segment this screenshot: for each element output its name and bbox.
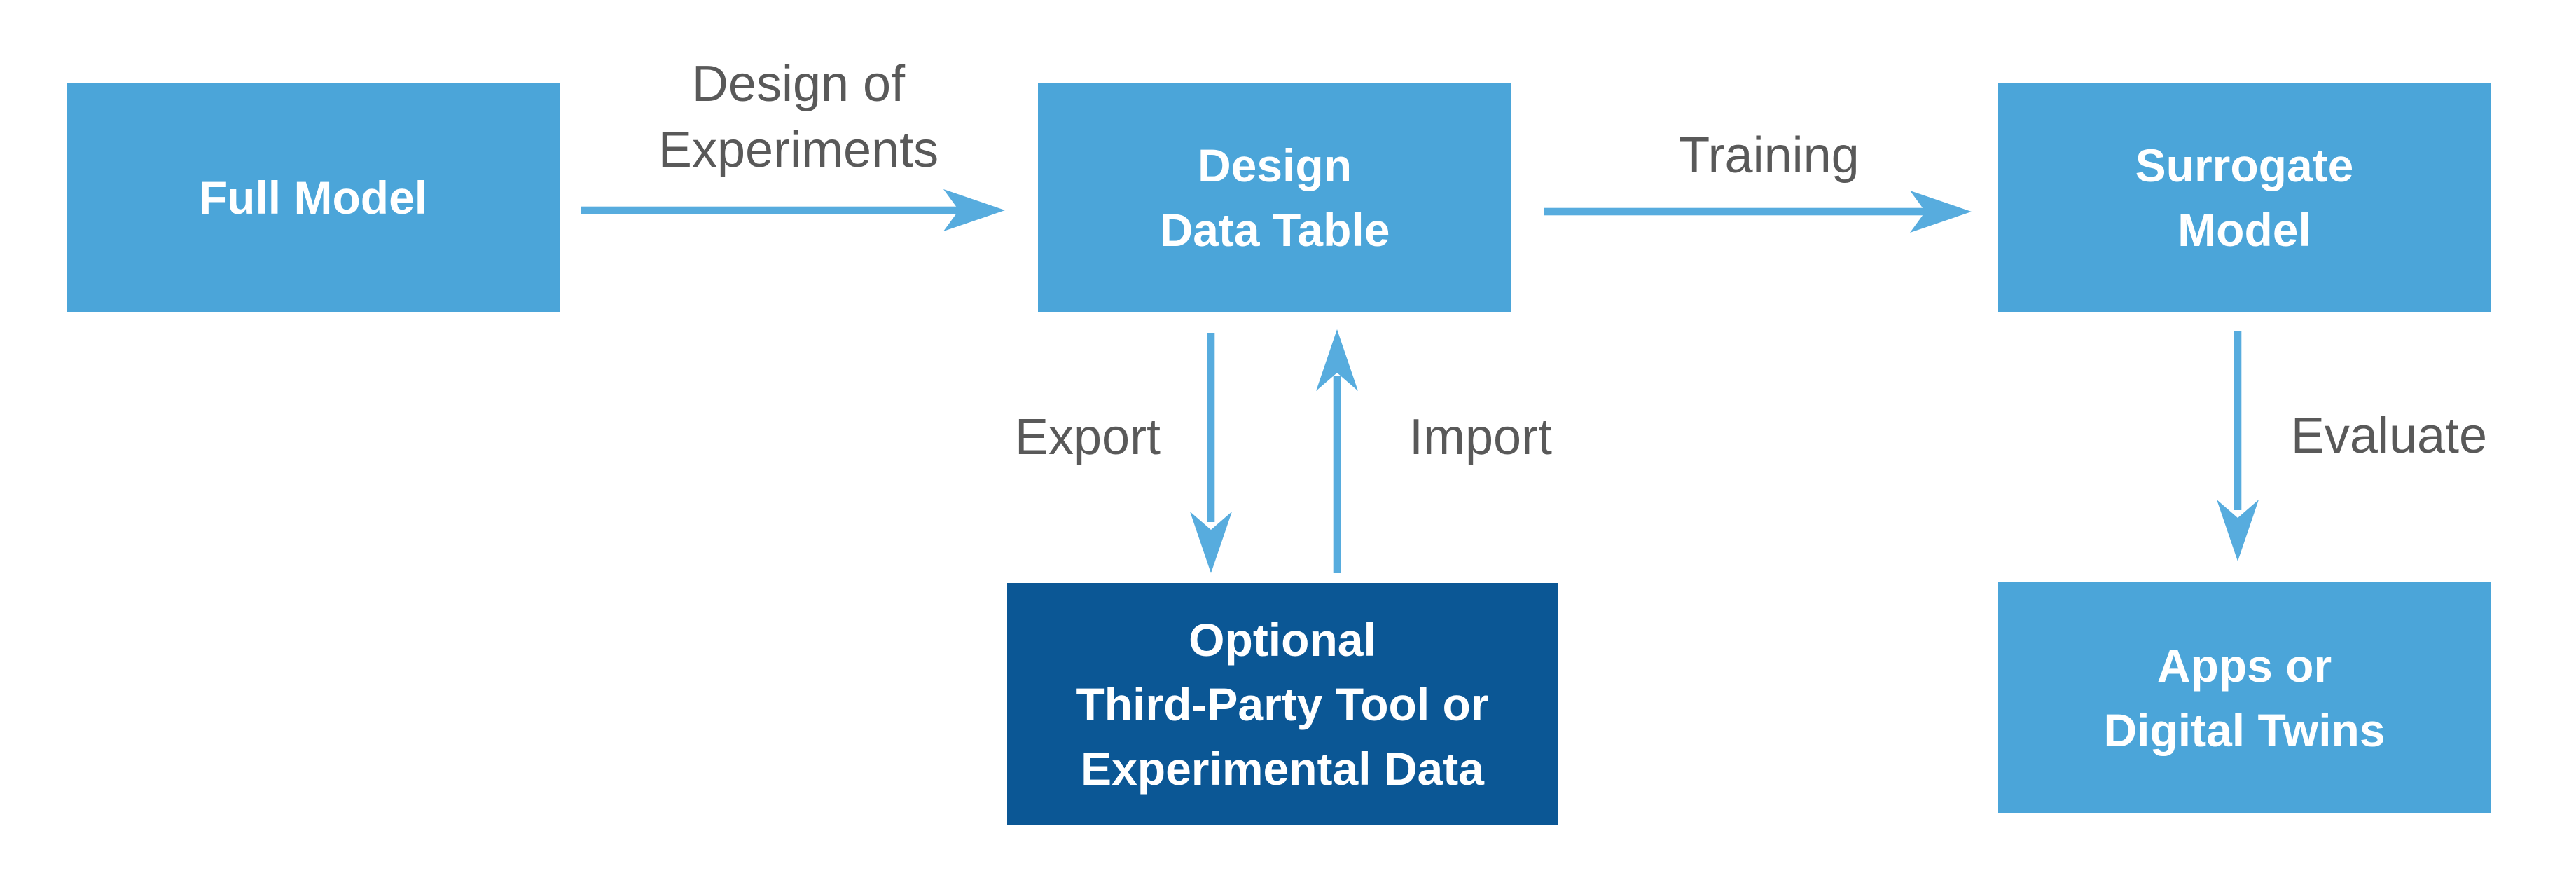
node-design-data-table-label-line1: Design xyxy=(1197,139,1352,191)
node-surrogate-model-label-line2: Model xyxy=(2177,203,2311,256)
node-apps-digital-twins-label-line2: Digital Twins xyxy=(2103,704,2385,756)
edge-label-evaluate: Evaluate xyxy=(2214,403,2564,469)
edge-label-design-of-experiments: Design of Experiments xyxy=(518,51,1079,183)
node-full-model: Full Model xyxy=(67,83,560,312)
edge-label-import-text: Import xyxy=(1408,409,1553,465)
node-third-party-tool-label-line2: Third-Party Tool or xyxy=(1076,678,1489,730)
node-design-data-table-label-line2: Data Table xyxy=(1159,203,1390,256)
edge-label-import: Import xyxy=(1306,404,1656,470)
edge-label-design-of-experiments-line1: Design of xyxy=(691,56,906,112)
edge-label-export-text: Export xyxy=(1014,409,1161,465)
node-third-party-tool: Optional Third-Party Tool or Experimenta… xyxy=(1007,583,1558,825)
edge-label-export: Export xyxy=(913,404,1263,470)
arrow-right-design-table-to-surrogate xyxy=(1544,191,1972,233)
edge-label-training-text: Training xyxy=(1679,128,1860,184)
node-third-party-tool-label-line3: Experimental Data xyxy=(1081,743,1484,795)
edge-label-training: Training xyxy=(1594,123,1944,188)
node-apps-digital-twins: Apps or Digital Twins xyxy=(1998,582,2491,813)
arrow-down-export xyxy=(1190,333,1232,573)
node-apps-digital-twins-label-line1: Apps or xyxy=(2156,639,2332,692)
node-design-data-table: Design Data Table xyxy=(1038,83,1511,312)
node-third-party-tool-label-line1: Optional xyxy=(1189,614,1376,666)
node-surrogate-model-label-line1: Surrogate xyxy=(2135,139,2354,191)
arrow-right-full-model-to-design-table xyxy=(581,189,1005,231)
arrow-down-evaluate xyxy=(2217,331,2259,561)
node-full-model-label: Full Model xyxy=(198,171,428,224)
arrow-up-import xyxy=(1316,329,1358,573)
node-surrogate-model: Surrogate Model xyxy=(1998,83,2491,312)
edge-label-evaluate-text: Evaluate xyxy=(2290,408,2488,464)
edge-label-design-of-experiments-line2: Experiments xyxy=(658,122,939,178)
